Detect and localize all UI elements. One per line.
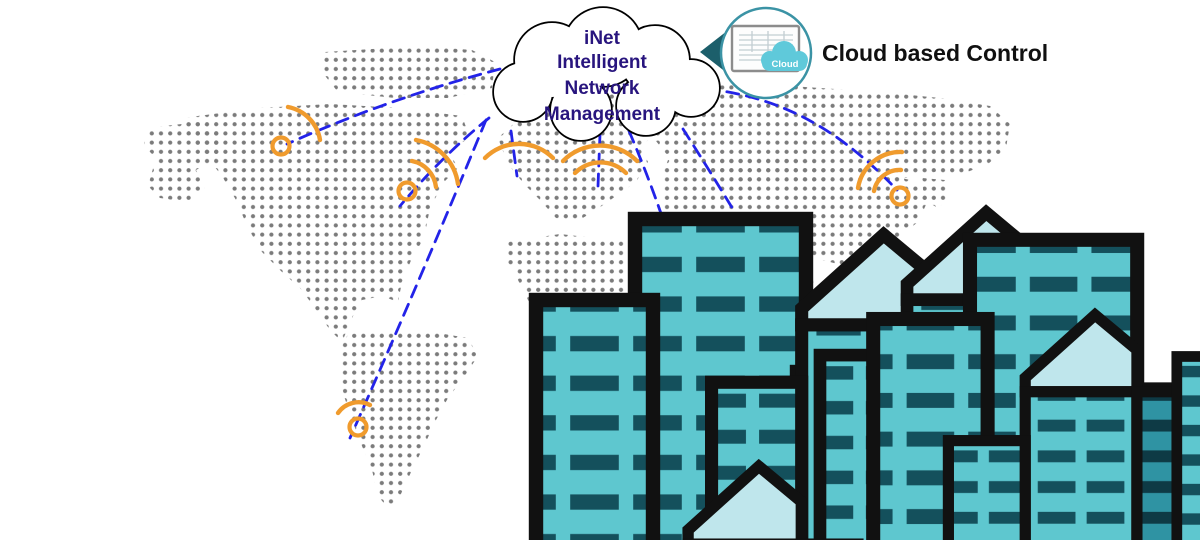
wifi-signal-icon-site-7: [335, 400, 373, 438]
wifi-signal-icon-site-2: [396, 137, 461, 202]
connection-line-site-7: [348, 118, 488, 440]
connection-line-site-6: [705, 87, 899, 192]
cloud-title-line-2: Intelligent: [557, 52, 647, 73]
callout-label: Cloud based Control: [822, 40, 1048, 66]
cloud-outline-icon: [492, 6, 721, 142]
connection-line-site-2: [398, 116, 491, 208]
region-korea-japan: [922, 178, 950, 208]
continent-north-america: [182, 104, 470, 342]
cloud-control-callout: Cloud Cloud based Control: [700, 6, 1048, 100]
wifi-signal-icon-site-3: [482, 141, 556, 161]
connection-line-site-3: [509, 129, 519, 178]
cloud-title-line-3: Network: [565, 78, 640, 99]
continent-south-america: [338, 330, 478, 508]
cloud-connections: [285, 67, 899, 440]
continent-greenland: [322, 46, 495, 98]
connection-line-site-1: [285, 67, 502, 146]
connection-line-site-4: [596, 132, 602, 188]
callout-arrow-icon: [700, 31, 727, 73]
wifi-signal-icon-site-6: [855, 149, 911, 207]
cloud-badge-icon: Cloud: [761, 41, 808, 71]
cloud-badge-label: Cloud: [772, 59, 799, 70]
cloud-title-line-1: iNet: [584, 28, 621, 49]
central-cloud-node: iNet Intelligent Network Management: [492, 6, 721, 142]
wifi-signal-icon-site-4: [560, 143, 640, 176]
wifi-signal-icon-site-1: [270, 104, 323, 157]
cloud-title-line-4: Management: [544, 104, 661, 125]
